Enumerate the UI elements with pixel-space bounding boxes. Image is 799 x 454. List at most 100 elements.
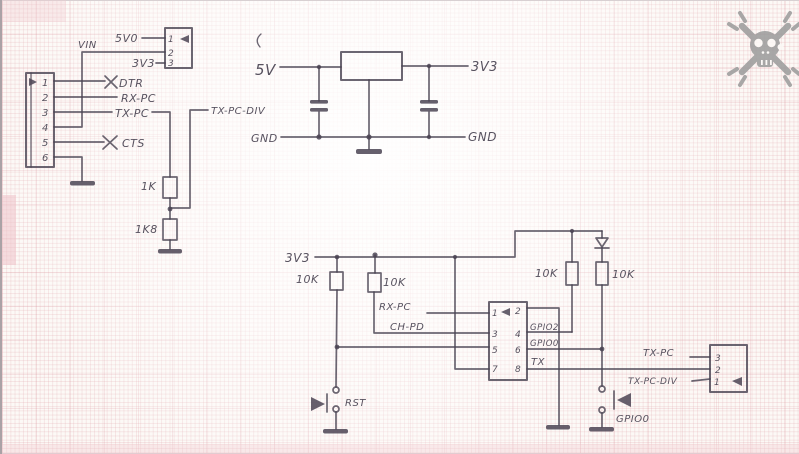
power-header-connector: 1 2 3 5V0 3V3 — [115, 27, 193, 70]
crossed-out-mark — [102, 135, 118, 150]
wire-vin — [53, 51, 166, 128]
pin1-marker-icon — [501, 308, 510, 316]
resistor-10k-chpd — [367, 272, 382, 293]
pin-number: 5 — [492, 346, 498, 356]
wrench-jaw — [783, 11, 799, 31]
ground-symbol — [589, 427, 614, 432]
wire-3v3-rail — [314, 230, 603, 258]
reset-button: RST — [311, 386, 366, 434]
ground-symbol — [356, 149, 382, 154]
pin-number: 4 — [515, 330, 521, 340]
net-label-rail-3v3: 3V3 — [285, 251, 310, 265]
wrench-jaw — [727, 67, 747, 87]
pin-number: 3 — [168, 59, 174, 69]
capacitor-out — [420, 100, 438, 104]
net-label-rx-pc: RX-PC — [121, 92, 156, 105]
pin-number: 2 — [168, 49, 174, 59]
junction-dot — [316, 64, 322, 70]
pin-number: 1 — [42, 78, 49, 89]
gpio0-button: GPIO0 — [589, 385, 649, 432]
junction-dot — [452, 254, 458, 260]
junction-dot — [426, 134, 432, 140]
wire-tx-pc-div-out — [691, 378, 711, 382]
stray-pen-mark — [256, 33, 262, 48]
net-label-cts: CTS — [122, 137, 145, 150]
button-actuator-icon — [617, 393, 631, 407]
pin-number: 3 — [42, 108, 49, 119]
net-label-dtr: DTR — [119, 77, 143, 90]
junction-dot — [316, 134, 322, 140]
net-label-chpd: CH-PD — [390, 322, 424, 333]
resistor-10k-reset — [329, 271, 344, 291]
esp-rail-section: 3V3 10K 10K CH-PD RX-PC 10K — [285, 228, 635, 388]
capacitor-in — [310, 100, 328, 104]
net-label-vin: VIN — [78, 40, 97, 51]
net-label-tx-pc-div-out: TX-PC-DIV — [628, 377, 678, 387]
net-label-3v3-out: 3V3 — [471, 60, 498, 75]
button-terminal — [332, 405, 340, 413]
esp-ic: 1 3 5 7 2 4 6 8 GPIO2 GPIO0 TX — [488, 301, 711, 430]
button-actuator-icon — [311, 397, 325, 411]
resistor-1k8 — [162, 218, 178, 241]
crossed-out-mark — [104, 75, 118, 89]
wire-r-reset — [335, 256, 338, 388]
wire-tx-pc — [53, 111, 171, 178]
wrench-jaw — [727, 11, 747, 31]
pin-number: 7 — [492, 365, 498, 375]
serial-header-nets: DTR RX-PC TX-PC VIN CTS — [53, 40, 171, 186]
net-label-gpio0: GPIO0 — [530, 339, 559, 349]
ground-symbol — [70, 181, 95, 186]
button-terminal — [598, 406, 606, 414]
button-terminal — [332, 386, 340, 394]
resistor-label: 10K — [296, 273, 319, 286]
net-label-5v: 5V — [255, 61, 277, 79]
net-label-tx: TX — [531, 357, 546, 368]
resistor-1k — [162, 176, 178, 199]
pin-number: 1 — [714, 378, 720, 388]
diode-icon — [595, 237, 609, 248]
net-label-rx-pc-mid: RX-PC — [379, 302, 411, 313]
wrench-jaws — [727, 11, 799, 87]
ground-symbol — [158, 249, 182, 254]
esp-ic-body — [488, 301, 528, 381]
resistor-10k-gpio2 — [565, 261, 579, 286]
button-label-gpio0: GPIO0 — [616, 414, 649, 425]
junction-dot — [366, 134, 372, 140]
wire-gnd-pin6 — [53, 156, 83, 182]
regulator-section: 5V 3V3 GND GND — [251, 33, 498, 154]
output-header-body — [709, 344, 748, 393]
resistor-label: 1K8 — [135, 223, 158, 236]
ground-symbol — [546, 425, 570, 430]
net-label-gpio2: GPIO2 — [530, 323, 559, 333]
pin-number: 1 — [168, 35, 174, 45]
button-terminal — [598, 385, 606, 393]
tx-divider: 1K TX-PC-DIV 1K8 — [135, 106, 265, 254]
serial-header-connector: 1 2 3 4 5 6 — [25, 72, 55, 168]
resistor-10k-gpio0 — [595, 261, 609, 286]
net-label-gnd-left: GND — [251, 132, 278, 145]
skull-icon — [750, 31, 780, 59]
skull-eye — [754, 38, 763, 48]
wire-r-chpd — [373, 254, 490, 334]
resistor-label: 10K — [383, 276, 406, 289]
wire-pin7-3v3 — [454, 256, 490, 370]
junction-dot — [426, 63, 432, 69]
skull-nostril — [761, 51, 765, 54]
pin1-marker-icon — [732, 377, 742, 386]
capacitor-out — [420, 108, 438, 112]
button-label-rst: RST — [345, 398, 366, 409]
net-label-tx-pc: TX-PC — [115, 107, 149, 120]
wire-tx-pc-div-stub — [170, 109, 209, 209]
junction-dot — [569, 228, 575, 234]
resistor-label: 1K — [141, 180, 156, 193]
pin-number: 8 — [515, 365, 521, 375]
net-label-5v0: 5V0 — [115, 32, 138, 45]
junction-dot — [334, 254, 340, 260]
resistor-label: 10K — [612, 268, 635, 281]
net-label-gnd-right: GND — [468, 130, 497, 144]
pin-number: 6 — [515, 346, 521, 356]
pin-number: 6 — [42, 153, 49, 164]
skull-notch — [777, 44, 784, 50]
